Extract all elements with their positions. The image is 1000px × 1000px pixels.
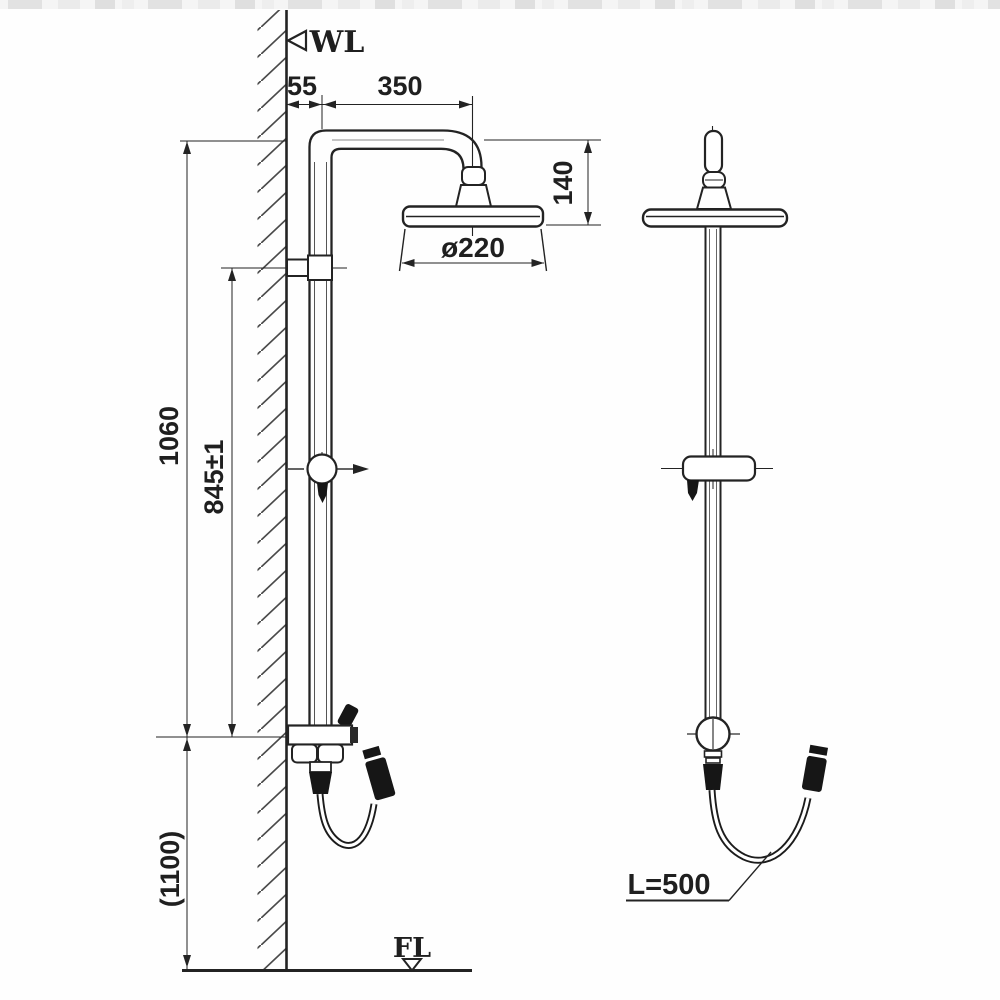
slider-holder-side bbox=[288, 452, 369, 503]
leader-line bbox=[728, 851, 772, 901]
side-view bbox=[156, 96, 545, 849]
hose-length-label: L=500 bbox=[627, 869, 710, 901]
dim-arrow bbox=[531, 259, 544, 267]
dim-1060: 1060 bbox=[154, 140, 287, 737]
dim-diameter-220: ø220 bbox=[398, 228, 548, 272]
water-line-label: WL bbox=[309, 25, 365, 60]
wall-hatching bbox=[257, 10, 286, 970]
wall-section bbox=[257, 10, 288, 970]
hose-connector-dark bbox=[309, 772, 332, 794]
dim-arrow bbox=[459, 100, 472, 109]
dim-arrow bbox=[183, 955, 191, 968]
water-line-marker: WL bbox=[285, 25, 365, 60]
hose-tube-outer bbox=[316, 793, 378, 849]
hose-tube-outer bbox=[708, 789, 812, 864]
hose-tube-inner bbox=[710, 789, 810, 862]
front-view: L=500 bbox=[626, 126, 829, 902]
valve-assembly-side bbox=[156, 704, 359, 794]
hose-tube-inner bbox=[318, 793, 376, 847]
valve-body bbox=[286, 724, 354, 746]
hose-front bbox=[708, 744, 829, 864]
handset-hook-side bbox=[317, 483, 328, 503]
head-cone-connector bbox=[454, 184, 493, 208]
dim-350-label: 350 bbox=[377, 71, 422, 101]
coupling-ring bbox=[705, 757, 721, 764]
cone-connector-front bbox=[695, 186, 733, 210]
hose-length-callout: L=500 bbox=[626, 851, 772, 902]
dim-55-label: 55 bbox=[287, 71, 317, 101]
coupling-ring bbox=[703, 750, 723, 758]
dim-1060-label: 1060 bbox=[154, 406, 184, 466]
bracket-block bbox=[307, 254, 333, 281]
dim-1100-label: (1100) bbox=[155, 831, 185, 908]
water-line-triangle-icon bbox=[285, 29, 308, 52]
valve-outlet bbox=[350, 727, 358, 743]
dim-arrow bbox=[584, 140, 592, 153]
slider-arrow-icon bbox=[353, 464, 369, 474]
dim-arrow bbox=[183, 738, 191, 751]
hose-coupling bbox=[309, 761, 332, 773]
dim-140-label: 140 bbox=[548, 160, 578, 205]
hose-side bbox=[316, 745, 396, 849]
shower-rail-outer bbox=[308, 129, 483, 742]
dim-arrow bbox=[183, 724, 191, 737]
dim-arrow bbox=[286, 100, 299, 109]
dim-845-label: 845±1 bbox=[199, 440, 229, 515]
dim-arrow bbox=[323, 100, 336, 109]
floor-line-marker: FL bbox=[393, 933, 431, 973]
dim-1100: (1100) bbox=[155, 737, 191, 969]
shower-head-disc-front bbox=[641, 208, 789, 228]
diverter-knob bbox=[337, 704, 359, 728]
slider-holder-front bbox=[661, 449, 773, 501]
bracket-block bbox=[286, 258, 309, 277]
head-ball-joint bbox=[461, 166, 486, 186]
valve-front bbox=[687, 716, 740, 790]
slider-knob bbox=[306, 453, 338, 485]
valve-nut bbox=[291, 743, 318, 764]
dim-arrow bbox=[183, 141, 191, 154]
scan-noise-band bbox=[0, 0, 1000, 9]
handset-connector-side bbox=[362, 745, 396, 801]
inlet-stub bbox=[703, 129, 724, 175]
hose-connector-dark-front bbox=[703, 764, 723, 790]
floor-line-triangle-icon bbox=[400, 958, 424, 973]
dim-arrow bbox=[584, 212, 592, 225]
dim-845: 845±1 bbox=[199, 268, 236, 737]
dimensions: 55 350 140 ø220 1060 bbox=[154, 71, 601, 969]
dim-arrow bbox=[402, 259, 415, 267]
handset-connector-front bbox=[801, 744, 829, 792]
dim-55-350: 55 350 bbox=[286, 71, 472, 129]
dim-140: 140 bbox=[484, 139, 601, 226]
dim-arrow bbox=[228, 724, 236, 737]
shower-rail-inner bbox=[330, 147, 465, 742]
dim-arrow bbox=[228, 268, 236, 281]
wall-bracket bbox=[221, 254, 347, 281]
handset-hook-front bbox=[687, 480, 699, 501]
dim-arrow bbox=[309, 100, 322, 109]
slider-bracket bbox=[681, 455, 757, 482]
dim-diameter-label: ø220 bbox=[441, 232, 505, 263]
valve-nut bbox=[317, 743, 344, 764]
